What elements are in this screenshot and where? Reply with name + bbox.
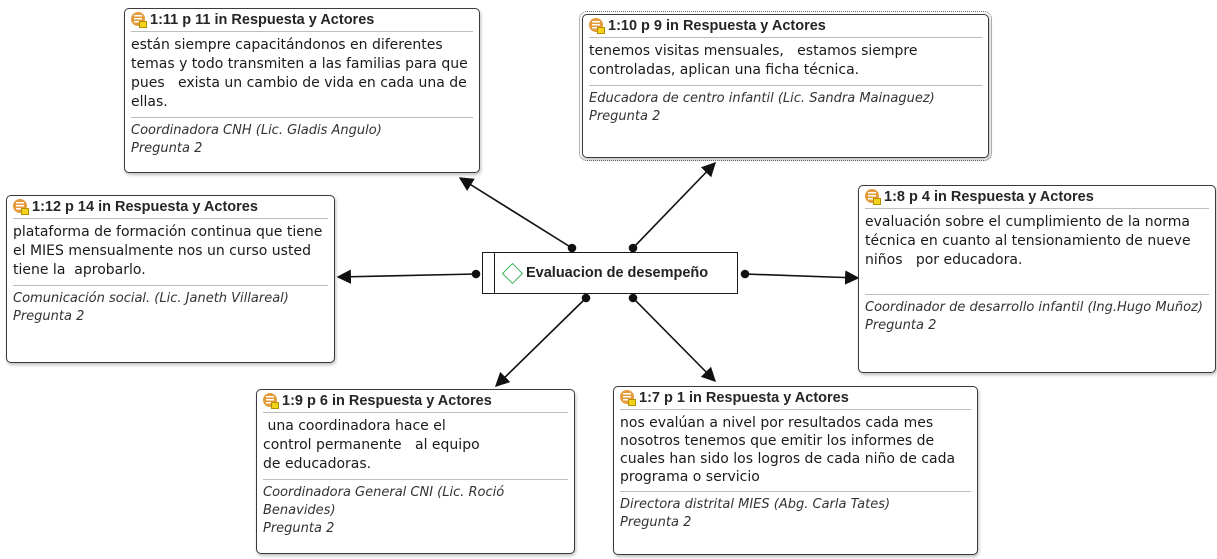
quotation-title: 1:12 p 14 in Respuesta y Actores (32, 199, 258, 215)
comment-question: Pregunta 2 (13, 309, 85, 324)
quotation-comment: Coordinadora CNH (Lic. Gladis Angulo) Pr… (131, 118, 473, 158)
comment-question: Pregunta 2 (589, 109, 661, 124)
quotation-node[interactable]: 1:8 p 4 in Respuesta y Actores evaluació… (858, 185, 1216, 373)
code-node-bar (483, 253, 495, 293)
comment-question: Pregunta 2 (865, 318, 937, 333)
link-to-q-1-12 (336, 269, 477, 284)
divider (263, 479, 568, 480)
quotation-header: 1:11 p 11 in Respuesta y Actores (131, 11, 473, 32)
divider (131, 117, 473, 118)
link-to-q-1-7 (632, 297, 717, 383)
quotation-title: 1:9 p 6 in Respuesta y Actores (282, 393, 492, 409)
divider (13, 285, 328, 286)
quotation-text: están siempre capacitándonos en diferent… (131, 37, 473, 110)
comment-question: Pregunta 2 (620, 515, 692, 530)
link-to-q-1-8 (744, 270, 860, 285)
link-to-q-1-11 (458, 177, 573, 249)
comment-question: Pregunta 2 (263, 521, 335, 536)
quotation-node[interactable]: 1:11 p 11 in Respuesta y Actores están s… (124, 8, 480, 173)
comment-author: Coordinadora General CNI (Lic. Roció Ben… (263, 485, 505, 518)
quotation-header: 1:7 p 1 in Respuesta y Actores (620, 389, 971, 410)
quotation-node[interactable]: 1:10 p 9 in Respuesta y Actores tenemos … (579, 11, 992, 161)
quotation-title: 1:8 p 4 in Respuesta y Actores (884, 189, 1094, 205)
quotation-comment: Coordinador de desarrollo infantil (Ing.… (865, 295, 1209, 335)
quotation-icon (263, 393, 279, 409)
quotation-header: 1:8 p 4 in Respuesta y Actores (865, 188, 1209, 209)
link-to-q-1-10 (632, 161, 716, 249)
quotation-comment: Comunicación social. (Lic. Janeth Villar… (13, 286, 328, 326)
divider (620, 491, 971, 492)
quotation-text: una coordinadora hace el control permane… (263, 418, 485, 472)
link-to-q-1-9 (494, 297, 587, 388)
quotation-comment: Directora distrital MIES (Abg. Carla Tat… (620, 492, 971, 532)
quotation-icon (865, 189, 881, 205)
comment-author: Coordinadora CNH (Lic. Gladis Angulo) (131, 123, 382, 138)
quotation-header: 1:9 p 6 in Respuesta y Actores (263, 392, 568, 413)
code-diamond-icon (501, 262, 524, 284)
quotation-icon (13, 199, 29, 215)
quotation-title: 1:10 p 9 in Respuesta y Actores (608, 18, 826, 34)
comment-question: Pregunta 2 (131, 141, 203, 156)
quotation-comment: Coordinadora General CNI (Lic. Roció Ben… (263, 480, 568, 538)
quotation-icon (131, 12, 147, 28)
quotation-node[interactable]: 1:9 p 6 in Respuesta y Actores una coord… (256, 389, 575, 554)
comment-author: Coordinador de desarrollo infantil (Ing.… (865, 300, 1203, 315)
quotation-node[interactable]: 1:12 p 14 in Respuesta y Actores platafo… (6, 195, 335, 363)
comment-author: Educadora de centro infantil (Lic. Sandr… (589, 91, 935, 106)
quotation-text: tenemos visitas mensuales, estamos siemp… (589, 43, 922, 78)
quotation-header: 1:10 p 9 in Respuesta y Actores (589, 17, 982, 38)
quotation-text: plataforma de formación continua que tie… (13, 224, 327, 278)
quotation-title: 1:11 p 11 in Respuesta y Actores (150, 12, 375, 28)
divider (865, 294, 1209, 295)
code-label: Evaluacion de desempeño (526, 265, 709, 281)
divider (589, 85, 982, 86)
comment-author: Comunicación social. (Lic. Janeth Villar… (13, 291, 289, 306)
comment-author: Directora distrital MIES (Abg. Carla Tat… (620, 497, 891, 512)
quotation-node[interactable]: 1:7 p 1 in Respuesta y Actores nos evalú… (613, 386, 978, 555)
quotation-text: evaluación sobre el cumplimiento de la n… (865, 214, 1196, 268)
quotation-icon (620, 390, 636, 406)
quotation-title: 1:7 p 1 in Respuesta y Actores (639, 390, 849, 406)
quotation-text: nos evalúan a nivel por resultados cada … (620, 415, 960, 485)
quotation-comment: Educadora de centro infantil (Lic. Sandr… (589, 86, 982, 126)
quotation-header: 1:12 p 14 in Respuesta y Actores (13, 198, 328, 219)
quotation-icon (589, 18, 605, 34)
code-node[interactable]: Evaluacion de desempeño (482, 252, 738, 294)
